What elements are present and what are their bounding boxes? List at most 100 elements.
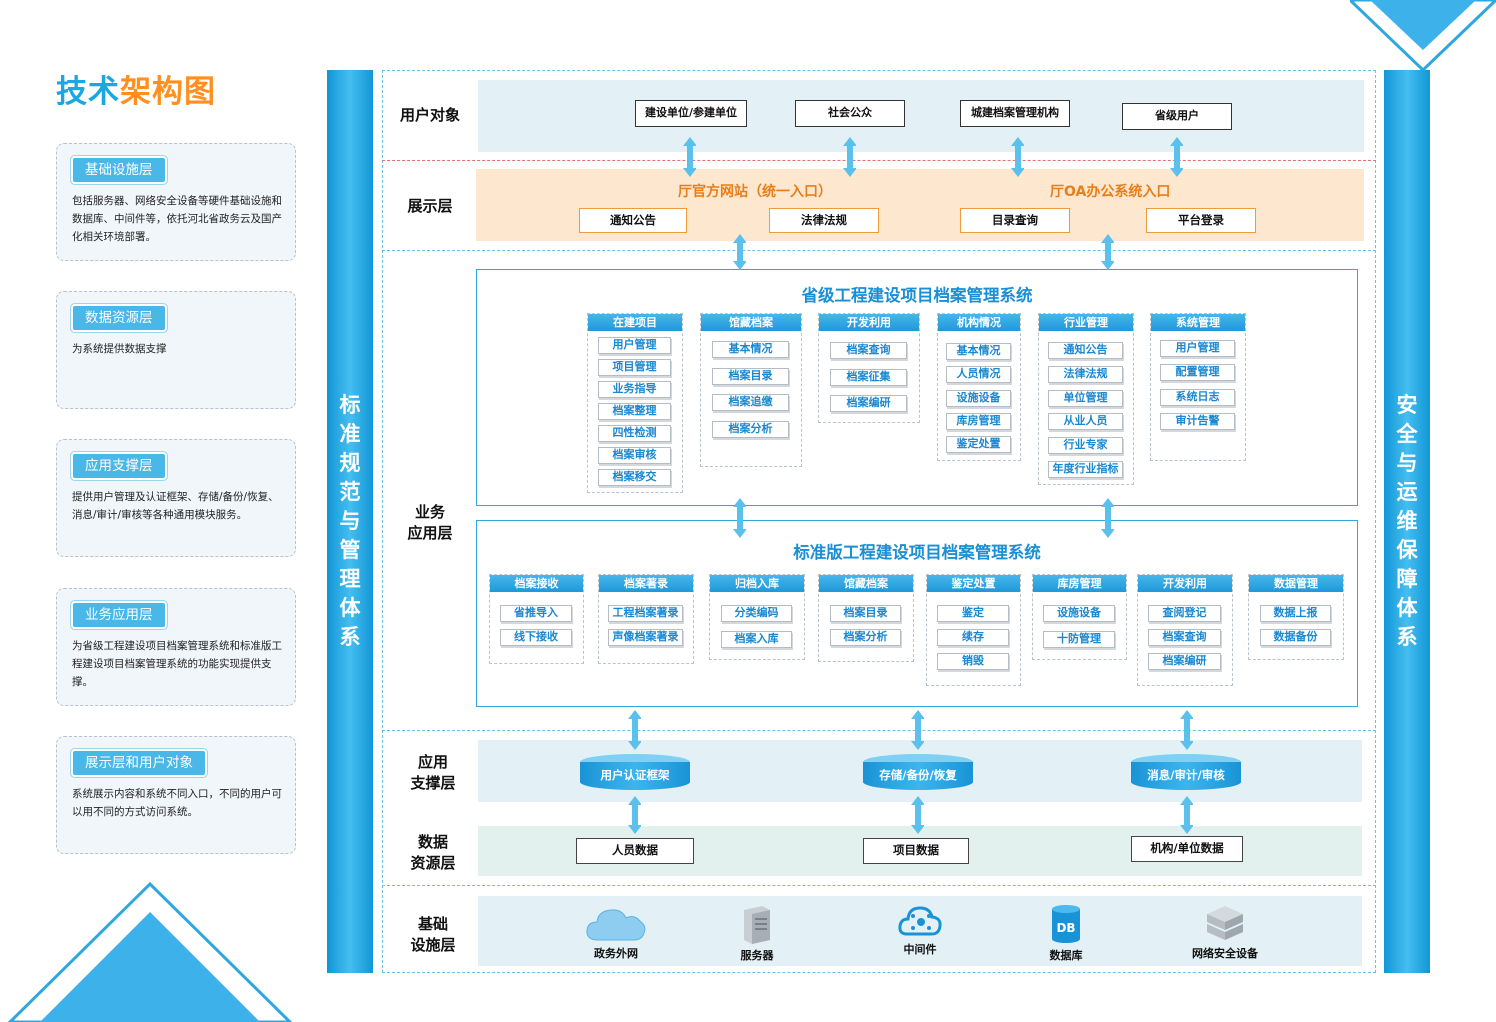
module-item: 鉴定处置 <box>946 436 1011 454</box>
double-arrow-icon <box>1180 710 1193 750</box>
module-item: 四性检测 <box>598 425 671 442</box>
desc-panel-infrastructure: 基础设施层包括服务器、网络安全设备等硬件基础设施和数据库、中间件等，依托河北省政… <box>56 143 296 261</box>
module-item: 用户管理 <box>1160 340 1235 357</box>
layer-name-business: 业务应用层 <box>407 503 453 542</box>
desc-tag: 业务应用层 <box>73 603 165 627</box>
module-item: 档案编研 <box>1148 653 1221 670</box>
infra-database: DB 数据库 <box>1021 904 1111 963</box>
module-header: 系统管理 <box>1151 314 1245 331</box>
desc-tag: 基础设施层 <box>73 158 165 182</box>
module-6: 库房管理设施设备十防管理 <box>1032 574 1127 660</box>
module-6: 系统管理用户管理配置管理系统日志审计告警 <box>1150 313 1246 461</box>
module-1: 档案接收省推导入线下接收 <box>489 574 584 664</box>
security-operations-bar: 安全与运维保障体系 <box>1384 70 1430 973</box>
module-item: 库房管理 <box>946 412 1011 430</box>
module-header: 档案著录 <box>599 575 693 592</box>
module-header: 开发利用 <box>819 314 919 331</box>
module-7: 开发利用查阅登记档案查询档案编研 <box>1137 574 1233 686</box>
module-item: 档案目录 <box>830 605 901 622</box>
server-icon <box>744 906 770 944</box>
divider <box>382 730 1376 731</box>
infra-middleware: 中间件 <box>875 904 965 957</box>
double-arrow-icon <box>1011 137 1024 177</box>
display-notice: 通知公告 <box>579 208 687 233</box>
module-item: 用户管理 <box>598 337 671 354</box>
module-item: 人员情况 <box>946 366 1011 384</box>
module-item: 系统日志 <box>1160 388 1235 406</box>
divider <box>382 885 1376 886</box>
module-item: 档案审核 <box>598 447 671 464</box>
module-item: 查阅登记 <box>1148 605 1221 622</box>
module-item: 档案分析 <box>712 420 789 438</box>
module-item: 行业专家 <box>1048 437 1123 455</box>
provincial-system-title: 省级工程建设项目档案管理系统 <box>801 286 1033 305</box>
layer-name-user: 用户对象 <box>399 106 460 124</box>
module-item: 基本情况 <box>946 343 1011 360</box>
data-project: 项目数据 <box>863 838 969 864</box>
module-item: 数据备份 <box>1260 629 1331 646</box>
module-item: 工程档案著录 <box>608 605 683 622</box>
module-item: 配置管理 <box>1160 364 1235 382</box>
portal-oa-system: 厅OA办公系统入口 <box>1050 184 1171 200</box>
module-item: 档案目录 <box>712 367 789 385</box>
network-security-icon <box>1207 906 1243 940</box>
module-item: 业务指导 <box>598 381 671 398</box>
desc-text: 系统展示内容和系统不同入口，不同的用户可以用不同的方式访问系统。 <box>72 788 282 818</box>
module-header: 数据管理 <box>1249 575 1343 592</box>
infra-network-security: 网络安全设备 <box>1180 904 1270 961</box>
double-arrow-icon <box>1170 137 1183 177</box>
module-item: 鉴定 <box>937 605 1009 622</box>
divider <box>382 250 1376 251</box>
database-icon: DB <box>1052 905 1080 943</box>
double-arrow-icon <box>911 796 924 834</box>
module-4: 馆藏档案档案目录档案分析 <box>818 574 914 662</box>
module-item: 法律法规 <box>1048 365 1123 383</box>
double-arrow-icon <box>733 498 746 538</box>
display-laws: 法律法规 <box>769 208 879 233</box>
support-storage-backup: 存储/备份/恢复 <box>863 754 973 794</box>
module-header: 行业管理 <box>1039 314 1133 331</box>
module-item: 十防管理 <box>1043 631 1115 648</box>
desc-panel-support: 应用支撑层提供用户管理及认证框架、存储/备份/恢复、消息/审计/审核等各种通用模… <box>56 439 296 557</box>
module-header: 馆藏档案 <box>819 575 913 592</box>
middleware-cloud-icon <box>898 906 942 936</box>
desc-panel-display: 展示层和用户对象系统展示内容和系统不同入口，不同的用户可以用不同的方式访问系统。 <box>56 736 296 854</box>
module-item: 档案查询 <box>830 342 907 359</box>
double-arrow-icon <box>628 796 641 834</box>
double-arrow-icon <box>733 234 746 270</box>
module-item: 从业人员 <box>1048 413 1123 431</box>
desc-tag: 数据资源层 <box>73 306 165 330</box>
layer-name-display: 展示层 <box>407 197 453 215</box>
user-public: 社会公众 <box>795 100 905 127</box>
module-item: 设施设备 <box>946 389 1011 407</box>
module-item: 分类编码 <box>721 605 792 622</box>
desc-text: 为系统提供数据支撑 <box>72 343 167 355</box>
double-arrow-icon <box>843 137 856 177</box>
module-2: 馆藏档案基本情况档案目录档案追缴档案分析 <box>700 313 802 467</box>
module-header: 机构情况 <box>938 314 1020 331</box>
module-header: 归档入库 <box>710 575 804 592</box>
data-organization: 机构/单位数据 <box>1131 836 1243 862</box>
page-title: 技术架构图 <box>56 74 216 110</box>
layer-name-support: 应用支撑层 <box>410 753 456 792</box>
module-header: 在建项目 <box>588 314 682 331</box>
corner-decoration-bottom-left <box>7 881 293 1022</box>
module-item: 单位管理 <box>1048 389 1123 407</box>
module-header: 开发利用 <box>1138 575 1232 592</box>
user-archive-agency: 城建档案管理机构 <box>960 100 1070 127</box>
layer-name-infra: 基础设施层 <box>410 915 456 954</box>
module-item: 设施设备 <box>1043 605 1115 622</box>
module-header: 档案接收 <box>490 575 583 592</box>
module-item: 档案移交 <box>598 469 671 486</box>
module-item: 档案整理 <box>598 403 671 420</box>
module-3: 归档入库分类编码档案入库 <box>709 574 805 660</box>
module-item: 声像档案著录 <box>608 629 683 646</box>
double-arrow-icon <box>628 710 641 750</box>
module-item: 基本情况 <box>712 341 789 358</box>
display-platform-login: 平台登录 <box>1146 208 1256 233</box>
display-catalog-query: 目录查询 <box>960 208 1070 233</box>
module-3: 开发利用档案查询档案征集档案编研 <box>818 313 920 423</box>
infra-server: 服务器 <box>712 904 802 963</box>
desc-text: 包括服务器、网络安全设备等硬件基础设施和数据库、中间件等，依托河北省政务云及国产… <box>72 195 282 243</box>
module-item: 续存 <box>937 629 1009 646</box>
